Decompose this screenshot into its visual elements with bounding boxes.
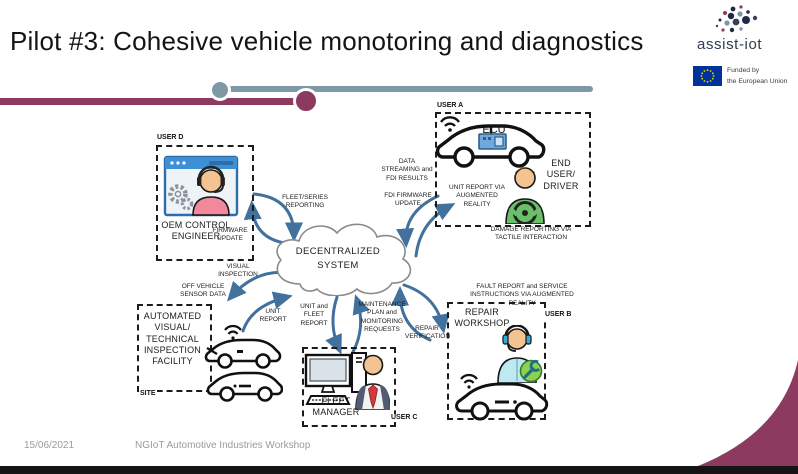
flow-unit-report: UNIT REPORT [259, 308, 287, 324]
flow-off-vehicle-sensor-data: OFF VEHICLE SENSOR DATA [180, 283, 226, 299]
eu-flag-icon [693, 66, 722, 86]
user-d-tag: USER D [156, 134, 185, 142]
flow-damage-reporting: DAMAGE REPORTING VIA TACTILE INTERACTION [490, 226, 572, 242]
progress-track-secondary [218, 86, 593, 92]
end-user-label: END USER/ DRIVER [543, 158, 579, 191]
connected-car-icon [435, 116, 546, 168]
cloud-icon [276, 223, 412, 296]
flow-fleet-series-reporting: FLEET/SERIES REPORTING [282, 194, 328, 210]
fleet-manager-icon [304, 352, 390, 410]
facility-label: AUTOMATED VISUAL/ TECHNICAL INSPECTION F… [143, 311, 202, 366]
oem-engineer-icon [163, 155, 239, 217]
workshop-dashed-box [447, 302, 546, 420]
flow-unit-and-fleet-report: UNIT and FLEET REPORT [300, 303, 328, 327]
eu-funding-line1: Funded by [727, 67, 760, 74]
eu-funding-label: Funded by the European Union [727, 66, 798, 87]
assist-iot-wordmark: assist-iot [697, 36, 763, 53]
flow-visual-inspection: VISUAL INSPECTION [218, 263, 258, 279]
repair-workshop-label: REPAIR WORKSHOP [454, 307, 510, 329]
workshop-car-icon [455, 373, 549, 421]
page-title: Pilot #3: Cohesive vehicle monotoring an… [10, 26, 644, 56]
user-a-tag: USER A [436, 102, 465, 110]
eu-funding-line2: the European Union [727, 77, 788, 85]
progress-dot-secondary [209, 79, 231, 101]
bottom-bar [0, 466, 798, 474]
oem-dashed-box [156, 145, 254, 261]
end-user-dashed-box [435, 112, 591, 227]
fleet-manager-dashed-box [302, 347, 396, 427]
flow-firmware-update: FIRMWARE UPDATE [212, 227, 248, 243]
ecu-label: ECU [482, 124, 506, 136]
flow-maintenance-plan: MAINTENANCE PLAN and MONITORING REQUESTS [358, 301, 406, 334]
decentralized-system-label: DECENTRALIZED SYSTEM [295, 246, 381, 272]
user-c-tag: USER C [390, 414, 419, 422]
user-b-tag: USER B [544, 311, 573, 319]
flow-fdi-firmware-update: FDI FIRMWARE UPDATE [384, 192, 432, 208]
mechanic-icon [497, 325, 543, 383]
oem-label: OEM CONTROL ENGINEER [161, 220, 231, 242]
flow-unit-report-ar: UNIT REPORT VIA AUGMENTED REALITY [449, 184, 505, 208]
fleet-manager-label: FLEET MANAGER [312, 396, 360, 418]
driver-icon [505, 167, 545, 224]
facility-dashed-box [137, 304, 212, 392]
corner-accent-shape [698, 360, 798, 466]
progress-track-primary [0, 98, 300, 105]
inspected-cars-icon [204, 324, 283, 402]
site-tag: SITE [139, 390, 157, 398]
flow-repair-verification: REPAIR VERIFICATION [405, 325, 451, 341]
slide-date: 15/06/2021 [24, 440, 75, 451]
arrow-cloud-to-fleet [325, 295, 342, 355]
flow-data-streaming: DATA STREAMING and FDI RESULTS [381, 158, 433, 182]
slide-event-title: NGIoT Automotive Industries Workshop [135, 440, 311, 451]
progress-dot-primary [293, 88, 319, 114]
assist-iot-logo-icon [715, 5, 758, 33]
